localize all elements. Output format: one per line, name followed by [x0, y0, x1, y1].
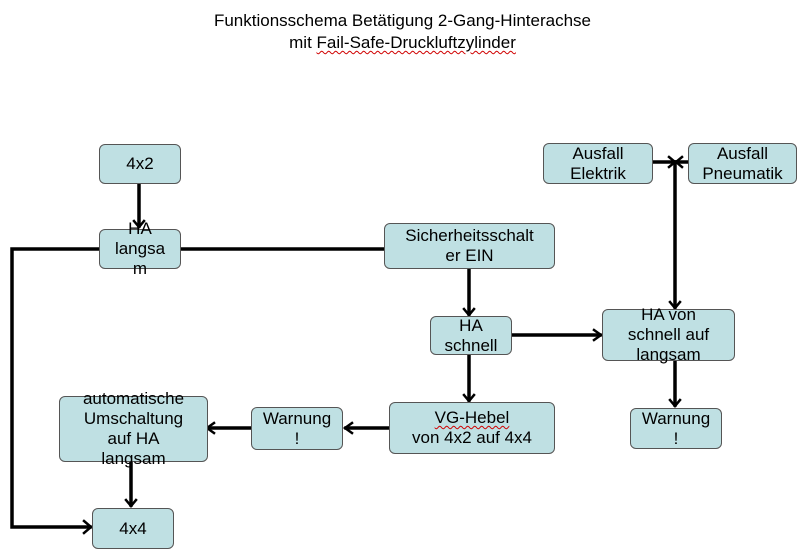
node-sicherheitsschalter: Sicherheitsschalt er EIN	[384, 223, 555, 269]
node-ausfall-pneumatik-label: Ausfall Pneumatik	[702, 143, 783, 183]
title-line-2: mit Fail-Safe-Druckluftzylinder	[0, 32, 805, 54]
node-4x4-label: 4x4	[119, 518, 147, 538]
node-4x2-label: 4x2	[126, 154, 154, 173]
node-warnung-mid-label: Warnung !	[262, 408, 332, 448]
node-sicherheitsschalter-label: Sicherheitsschalt er EIN	[405, 226, 534, 265]
node-ausfall-pneumatik: Ausfall Pneumatik	[688, 143, 797, 184]
node-4x4: 4x4	[92, 508, 174, 549]
node-ausfall-elektrik-label: Ausfall Elektrik	[570, 143, 626, 183]
node-ha-schnell-auf-langsam-label: HA von schnell auf langsam	[627, 305, 710, 364]
node-ha-langsam: HA langsa m	[99, 219, 181, 278]
node-warnung-right-label: Warnung !	[641, 408, 711, 448]
node-4x2: 4x2	[99, 144, 181, 184]
node-ha-schnell-label: HA schnell	[444, 315, 498, 355]
node-automatische-umschaltung: automatische Umschaltung auf HA langsam	[59, 389, 208, 468]
node-warnung-mid: Warnung !	[251, 407, 343, 450]
node-ha-schnell-auf-langsam: HA von schnell auf langsam	[602, 305, 735, 364]
node-ausfall-elektrik: Ausfall Elektrik	[543, 143, 653, 184]
line-left-bus	[10, 247, 101, 529]
node-ha-langsam-label: HA langsa m	[114, 219, 166, 278]
node-automatische-umschaltung-label: automatische Umschaltung auf HA langsam	[82, 389, 185, 468]
node-warnung-right: Warnung !	[630, 408, 722, 449]
title-line-1: Funktionsschema Betätigung 2-Gang-Hinter…	[213, 11, 592, 30]
node-vg-hebel-line2: von 4x2 auf 4x4	[411, 428, 533, 447]
title-line-2-prefix: mit	[289, 33, 317, 52]
node-vg-hebel-line1: VG-Hebel	[434, 408, 510, 427]
node-ha-schnell: HA schnell	[430, 316, 512, 355]
title-line-2-term: Fail-Safe-Druckluftzylinder	[316, 33, 516, 52]
diagram-title: Funktionsschema Betätigung 2-Gang-Hinter…	[0, 10, 805, 54]
